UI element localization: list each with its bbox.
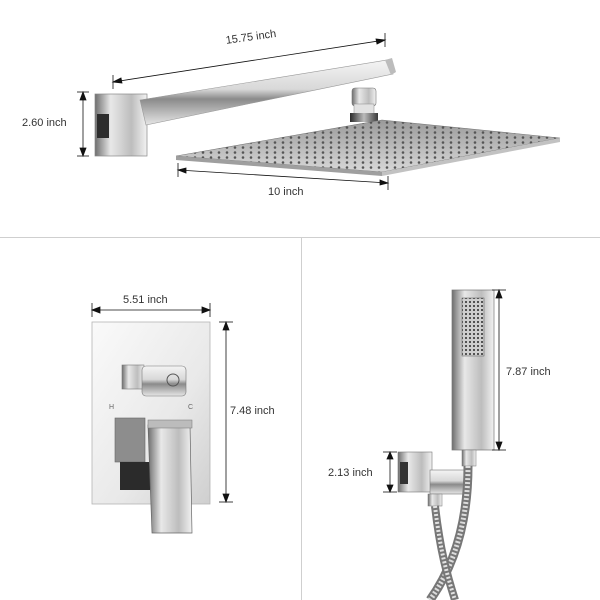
hot-mark: H <box>109 404 115 411</box>
shower-arm-assembly <box>94 58 396 157</box>
dimension-plate-width <box>90 303 212 317</box>
shower-hose <box>426 465 473 600</box>
dimension-arm-length <box>111 33 387 89</box>
plate-width-label: 5.51 inch <box>123 294 168 306</box>
valve-trim-plate <box>91 321 211 534</box>
dimension-plate-height <box>219 320 233 504</box>
wand-length-label: 7.87 inch <box>506 366 551 378</box>
plate-height-label: 7.48 inch <box>230 405 275 417</box>
dimension-holder-height <box>383 450 397 494</box>
dimension-wand-length <box>492 288 506 452</box>
rain-shower-head <box>175 119 561 176</box>
holder-height-label: 2.13 inch <box>328 467 373 479</box>
dimension-flange-height <box>77 90 89 158</box>
dimension-head-width <box>176 163 390 190</box>
cold-mark: C <box>188 404 194 411</box>
handheld-shower-wand <box>451 289 495 467</box>
flange-height-label: 2.60 inch <box>22 117 67 129</box>
vertical-divider <box>301 237 302 600</box>
wall-holder <box>397 451 471 507</box>
head-width-label: 10 inch <box>268 186 304 198</box>
horizontal-divider <box>0 237 600 238</box>
